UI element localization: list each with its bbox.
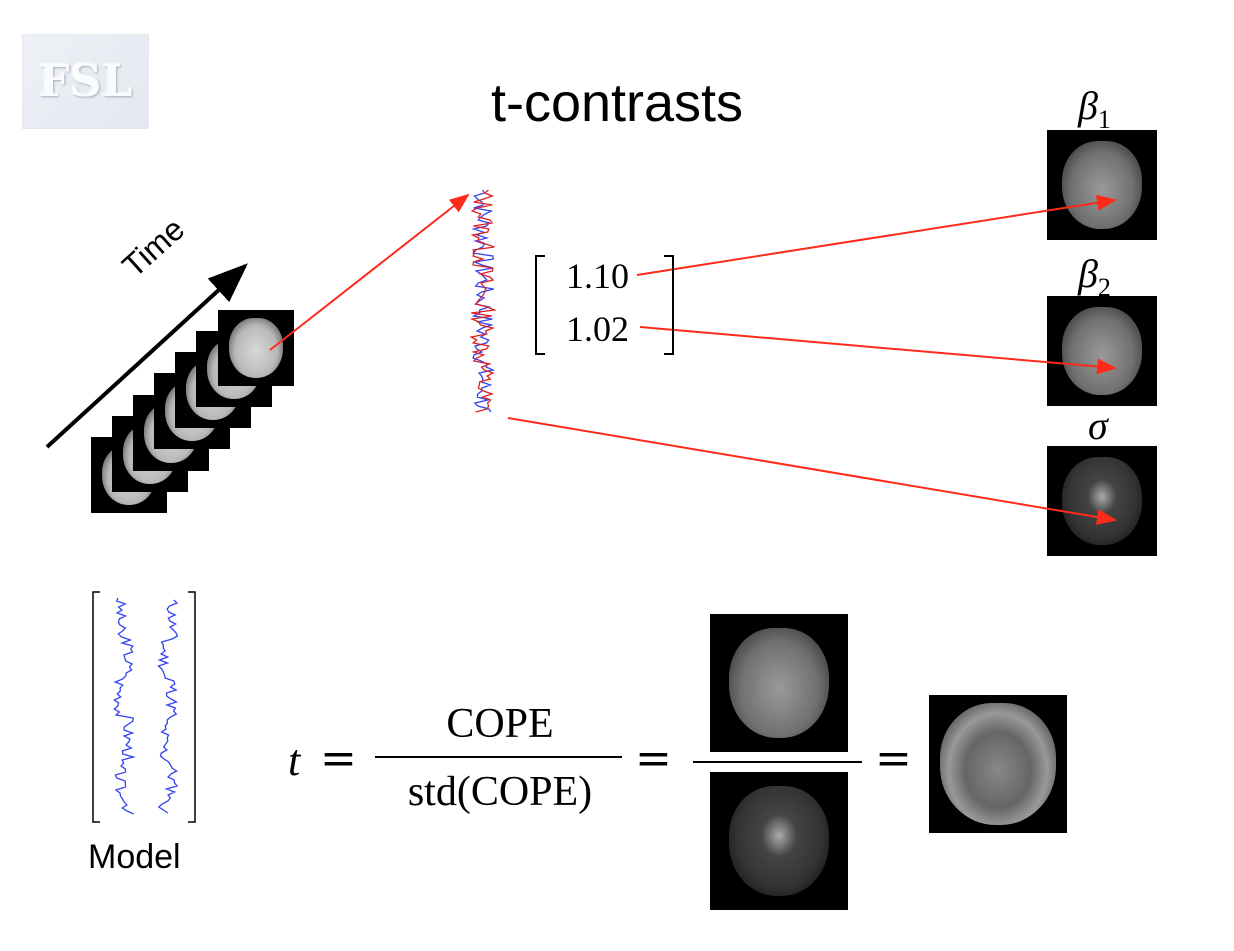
std-cope-map [710, 772, 848, 910]
voxel-arrow [269, 193, 470, 351]
beta2-label: β2 [1078, 251, 1111, 302]
sigma-map [1047, 446, 1157, 556]
beta2-map [1047, 296, 1157, 406]
slide-title: t-contrasts [490, 73, 744, 133]
t-stat-map [929, 695, 1067, 833]
right-bracket [664, 255, 674, 355]
numerator-cope: COPE [446, 701, 554, 747]
beta1-label: β1 [1078, 83, 1111, 134]
fsl-logo: FSL [22, 34, 149, 129]
denominator-std-cope: std(COPE) [407, 769, 593, 815]
model-left-bracket [92, 591, 100, 823]
time-arrow [45, 263, 248, 449]
regressor-2-line [157, 599, 179, 814]
parameter-2: 1.02 [566, 309, 629, 349]
equals-sign: = [875, 733, 912, 784]
equals-sign: = [320, 733, 357, 784]
sigma-arrow [507, 417, 1117, 525]
model-right-bracket [188, 591, 196, 823]
logo-text: FSL [38, 56, 133, 107]
sigma-label: σ [1088, 403, 1108, 448]
parameter-1: 1.10 [566, 256, 629, 296]
beta1-map [1047, 130, 1157, 240]
model-label: Model [88, 838, 181, 876]
fmri-volume [218, 310, 294, 386]
equals-sign: = [635, 733, 672, 784]
model-fit-line [471, 189, 496, 413]
design-matrix [112, 597, 179, 815]
cope-map [710, 614, 848, 752]
equation-t: t [288, 736, 301, 785]
timeseries [469, 189, 497, 413]
regressor-1-line [112, 597, 136, 815]
beta2-arrow [639, 326, 1117, 375]
beta1-arrow [636, 194, 1117, 276]
data-timeseries-line [469, 189, 497, 413]
left-bracket [535, 255, 545, 355]
